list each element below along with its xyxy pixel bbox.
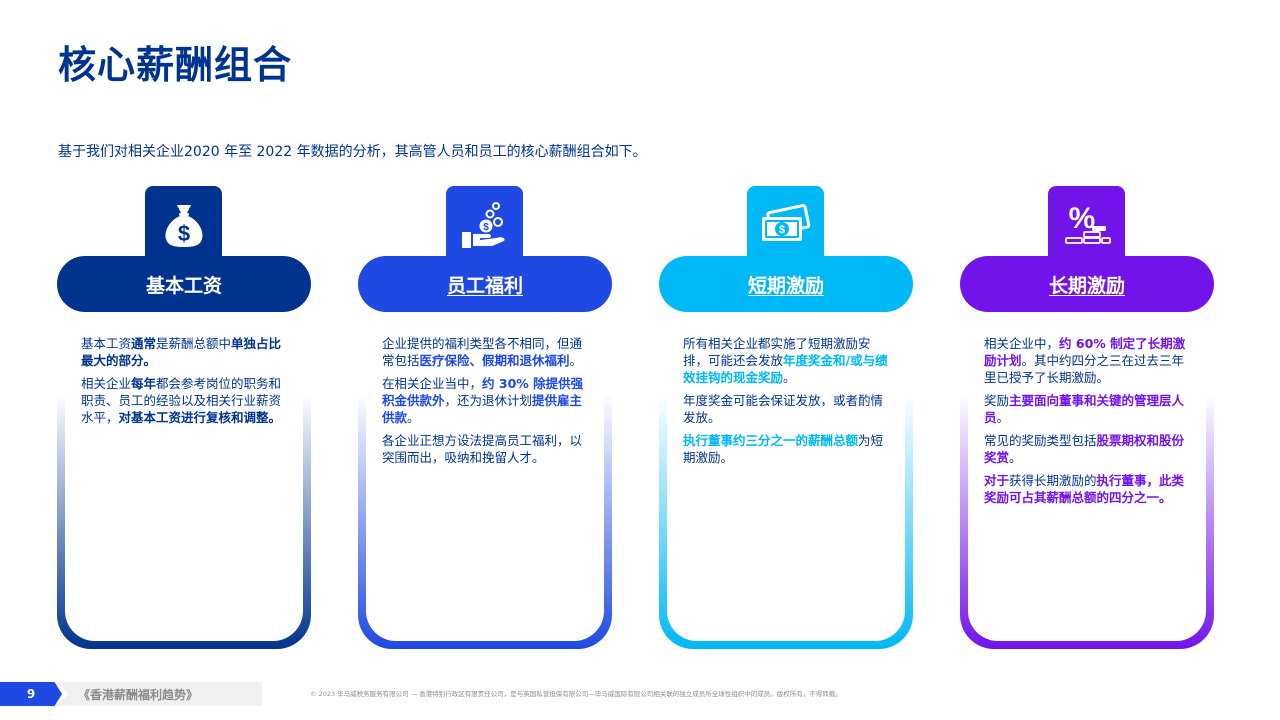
body-text: 在相关企业当中， xyxy=(382,376,483,391)
hand-coins-icon: $ xyxy=(446,186,523,263)
body-text: 各企业正想方设法提高员工福利，以突围而出，吸纳和挽留人才。 xyxy=(382,433,583,465)
body-text: 。 xyxy=(407,410,420,425)
card-body: 所有相关企业都实施了短期激励安排，可能还会发放年度奖金和/或与绩效挂钩的现金奖励… xyxy=(683,335,893,472)
card-employee-benefits: 员工福利 $ 企业提供的福利类型各不相同，但通常包括医疗保险、假期和退休福利。在… xyxy=(358,186,612,649)
body-text: 是薪酬总额中 xyxy=(156,336,232,351)
card-paragraph: 企业提供的福利类型各不相同，但通常包括医疗保险、假期和退休福利。 xyxy=(382,335,592,369)
body-text: 。 xyxy=(996,410,1010,425)
card-frame xyxy=(659,256,913,649)
card-paragraph: 年度奖金可能会保证发放，或者酌情发放。 xyxy=(683,392,893,426)
body-text: 都会参考岗位的职务和职责、员工的经验以及相关行业薪资水平， xyxy=(81,376,282,425)
highlight-text: 单独占比最大的部分。 xyxy=(81,336,282,368)
highlight-text: 股票期权和股份奖赏 xyxy=(984,433,1185,465)
card-inner xyxy=(968,256,1206,641)
footer: 《香港薪酬福利趋势》 9 © 2023 毕马威税务服务有限公司 — 香港特别行政… xyxy=(0,682,1280,706)
card-heading-link[interactable]: 员工福利 xyxy=(358,256,612,312)
card-paragraph: 常见的奖励类型包括股票期权和股份奖赏。 xyxy=(984,432,1194,466)
svg-text:$: $ xyxy=(483,222,489,233)
highlight-text: 约 60% 制定了长期激励计划 xyxy=(984,336,1186,368)
card-inner xyxy=(366,256,604,641)
highlight-text: 通常 xyxy=(131,336,157,351)
card-paragraph: 相关企业每年都会参考岗位的职务和职责、员工的经验以及相关行业薪资水平，对基本工资… xyxy=(81,375,291,426)
card-paragraph: 基本工资通常是薪酬总额中单独占比最大的部分。 xyxy=(81,335,291,369)
body-text: 相关企业中， xyxy=(984,336,1060,351)
svg-text:$: $ xyxy=(778,224,784,236)
body-text: 。 xyxy=(1009,450,1022,465)
report-name: 《香港薪酬福利趋势》 xyxy=(56,682,262,706)
card-frame xyxy=(57,256,311,649)
body-text: 企业提供的福利类型各不相同，但通常包括 xyxy=(382,336,583,368)
money-bag-icon: $ xyxy=(145,186,222,263)
card-frame xyxy=(358,256,612,649)
card-paragraph: 执行董事约三分之一的薪酬总额为短期激励。 xyxy=(683,432,893,466)
body-text: 为短期激励。 xyxy=(683,433,884,465)
banknotes-icon: $ xyxy=(747,186,824,263)
card-paragraph: 相关企业中，约 60% 制定了长期激励计划。其中约四分之三在过去三年里已授予了长… xyxy=(984,335,1194,386)
page-number: 9 xyxy=(0,682,62,706)
card-frame xyxy=(960,256,1214,649)
highlight-text: 约 30% 除提供强积金供款外 xyxy=(382,376,584,408)
card-heading-text[interactable]: 员工福利 xyxy=(446,274,523,297)
card-body: 相关企业中，约 60% 制定了长期激励计划。其中约四分之三在过去三年里已授予了长… xyxy=(984,335,1194,512)
body-text: 基本工资 xyxy=(81,336,132,351)
card-heading-link[interactable]: 长期激励 xyxy=(960,256,1214,312)
highlight-text: 执行董事约三分之一的薪酬总额 xyxy=(683,433,859,448)
highlight-text: 执行董事，此类奖励可占其薪酬总额的四分之一。 xyxy=(984,473,1185,505)
body-text: 年度奖金可能会保证发放，或者酌情发放。 xyxy=(683,393,884,425)
body-text: 相关企业 xyxy=(81,376,132,391)
svg-text:$: $ xyxy=(177,221,189,246)
card-paragraph: 对于获得长期激励的执行董事，此类奖励可占其薪酬总额的四分之一。 xyxy=(984,472,1194,506)
svg-text:%: % xyxy=(1068,202,1095,235)
highlight-text: 每年 xyxy=(131,376,157,391)
card-short-term-incentive: 短期激励 $ 所有相关企业都实施了短期激励安排，可能还会发放年度奖金和/或与绩效… xyxy=(659,186,913,649)
body-text: 。其中约四分之三在过去三年里已授予了长期激励。 xyxy=(984,353,1185,385)
body-text: 所有相关企业都实施了短期激励安排，可能还会发放 xyxy=(683,336,871,368)
highlight-text: 主要面向董事和关键的管理层人员 xyxy=(984,393,1185,425)
body-text: 奖励 xyxy=(984,393,1010,408)
card-paragraph: 奖励主要面向董事和关键的管理层人员。 xyxy=(984,392,1194,426)
card-heading-text: 基本工资 xyxy=(145,274,222,297)
intro-text: 基于我们对相关企业2020 年至 2022 年数据的分析，其高管人员和员工的核心… xyxy=(58,144,647,160)
card-inner xyxy=(667,256,905,641)
highlight-text: 年度奖金和/或与绩效挂钩的现金奖励 xyxy=(683,353,888,385)
copyright-text: © 2023 毕马威税务服务有限公司 — 香港特别行政区有限责任公司，是与英国私… xyxy=(310,690,842,698)
card-heading-link[interactable]: 短期激励 xyxy=(659,256,913,312)
card-body: 基本工资通常是薪酬总额中单独占比最大的部分。相关企业每年都会参考岗位的职务和职责… xyxy=(81,335,291,432)
card-paragraph: 在相关企业当中，约 30% 除提供强积金供款外，还为退休计划提供雇主供款。 xyxy=(382,375,592,426)
card-body: 企业提供的福利类型各不相同，但通常包括医疗保险、假期和退休福利。在相关企业当中，… xyxy=(382,335,592,472)
card-paragraph: 各企业正想方设法提高员工福利，以突围而出，吸纳和挽留人才。 xyxy=(382,432,592,466)
card-heading: 基本工资 xyxy=(57,256,311,312)
card-base-salary: 基本工资 $ 基本工资通常是薪酬总额中单独占比最大的部分。相关企业每年都会参考岗… xyxy=(57,186,311,649)
card-paragraph: 所有相关企业都实施了短期激励安排，可能还会发放年度奖金和/或与绩效挂钩的现金奖励… xyxy=(683,335,893,386)
body-text: ，还为退休计划 xyxy=(444,393,533,408)
highlight-text: 对基本工资进行复核和调整。 xyxy=(118,410,282,425)
percent-coins-icon: % xyxy=(1048,186,1125,263)
body-text: 。 xyxy=(783,370,796,385)
card-long-term-incentive: 长期激励 % 相关企业中，约 60% 制定了长期激励计划。其中约四分之三在过去三… xyxy=(960,186,1214,649)
card-heading-text[interactable]: 短期激励 xyxy=(747,274,824,297)
highlight-text: 提供雇主供款 xyxy=(382,393,583,425)
highlight-text: 医疗保险、假期和退休福利 xyxy=(419,353,570,368)
body-text: 。 xyxy=(569,353,583,368)
page-title: 核心薪酬组合 xyxy=(58,43,293,87)
body-text: 获得长期激励的 xyxy=(1009,473,1097,488)
highlight-text: 对于 xyxy=(984,473,1010,488)
card-inner xyxy=(65,256,303,641)
card-heading-text[interactable]: 长期激励 xyxy=(1048,274,1125,297)
body-text: 常见的奖励类型包括 xyxy=(984,433,1097,448)
